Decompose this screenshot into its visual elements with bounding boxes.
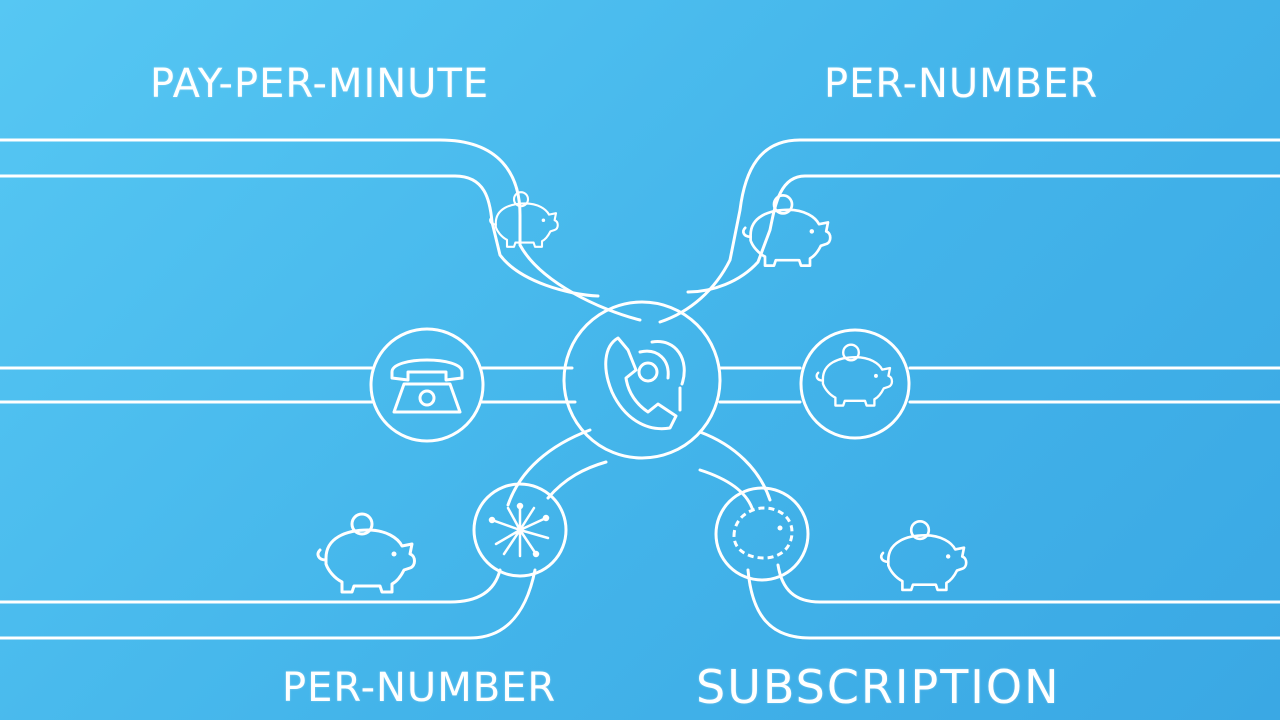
track-lower-left-link-b xyxy=(546,460,608,500)
track-bottom-left-upper xyxy=(0,568,502,604)
track-top-right-outer xyxy=(658,138,1280,324)
track-top-left-outer xyxy=(0,138,642,322)
track-lower-right-link-b xyxy=(698,468,754,510)
label-per-number-top: PER-NUMBER xyxy=(824,61,1099,107)
phone-handset-icon xyxy=(562,300,722,460)
track-bottom-right-lower xyxy=(746,568,1280,640)
track-bottom-right-upper xyxy=(776,563,1280,604)
piggy-bank-outline-icon xyxy=(714,486,810,582)
piggy-bank-icon xyxy=(316,512,416,594)
track-lower-left-link-a xyxy=(506,428,592,507)
label-subscription: SUBSCRIPTION xyxy=(696,660,1061,714)
label-pay-per-minute: PAY-PER-MINUTE xyxy=(150,61,490,107)
piggy-bank-icon xyxy=(879,519,968,592)
track-top-right-inner xyxy=(686,174,1280,294)
piggy-bank-icon xyxy=(489,191,559,248)
track-top-left-inner xyxy=(0,174,600,298)
rotary-telephone-icon xyxy=(369,327,485,443)
label-per-number-bottom: PER-NUMBER xyxy=(282,665,557,711)
piggy-bank-icon xyxy=(799,328,911,440)
track-bottom-left-lower xyxy=(0,568,537,640)
track-lower-right-link-a xyxy=(698,430,772,502)
piggy-bank-icon xyxy=(742,194,832,267)
network-burst-icon xyxy=(472,482,568,578)
